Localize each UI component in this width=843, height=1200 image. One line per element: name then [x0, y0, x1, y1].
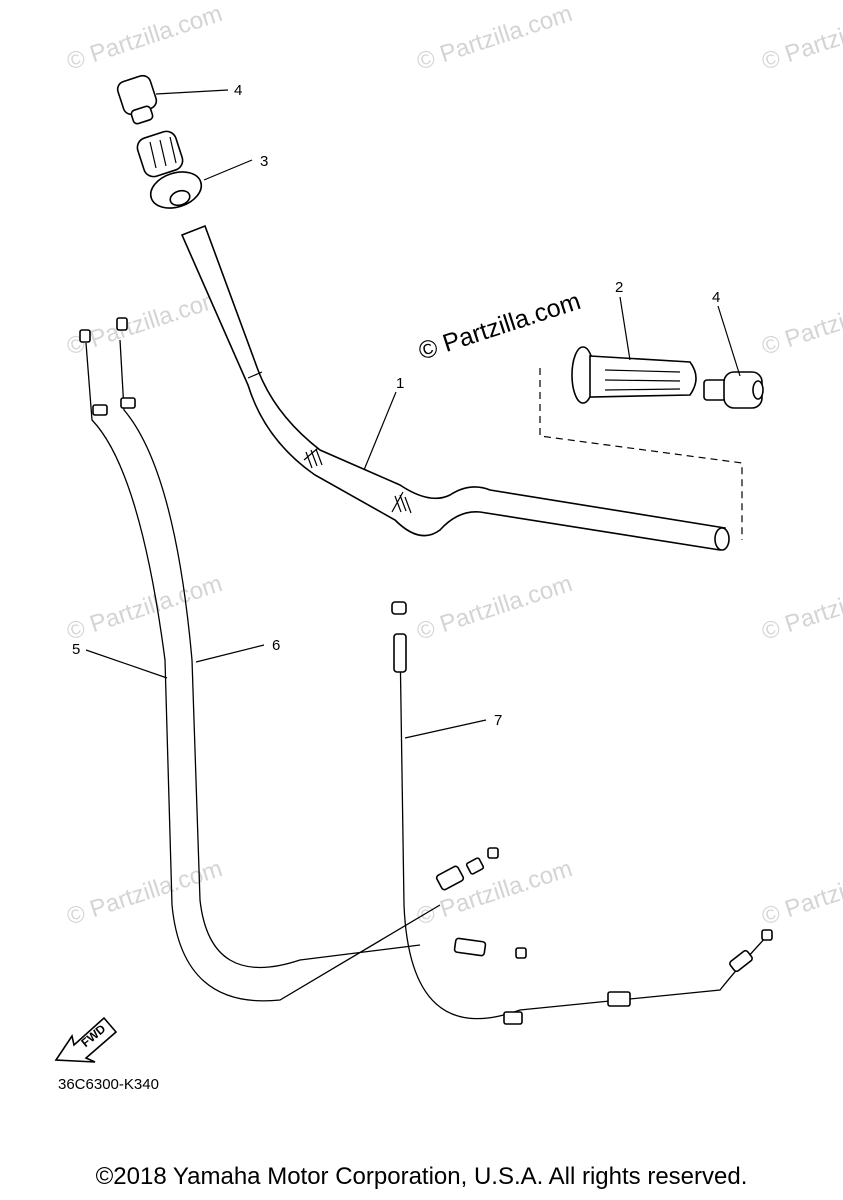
watermark: © Partzilla.com	[64, 570, 226, 646]
watermark: © Partzilla.com	[64, 285, 226, 361]
bar-end-right	[703, 371, 764, 409]
leader-lines	[85, 89, 741, 739]
watermark: © Partzilla.com	[414, 855, 576, 931]
diagram-number: 36C6300-K340	[58, 1076, 159, 1093]
watermark-layer: © Partzilla.com © Partzilla.com © Partzi…	[64, 0, 843, 931]
callout-5: 5	[72, 641, 80, 658]
watermark: © Partzilla.com	[759, 855, 843, 931]
watermark: © Partzilla.com	[759, 570, 843, 646]
grip-left	[136, 130, 203, 209]
callout-1: 1	[396, 375, 404, 392]
callout-labels: 1 2 3 4 4 5 6 7	[72, 82, 720, 729]
callout-2: 2	[615, 279, 623, 296]
callout-3: 3	[260, 153, 268, 170]
callout-6: 6	[272, 637, 280, 654]
install-guide	[539, 368, 743, 540]
watermark: © Partzilla.com	[414, 570, 576, 646]
watermark: © Partzilla.com	[64, 855, 226, 931]
callout-7: 7	[494, 712, 502, 729]
copyright-notice: ©2018 Yamaha Motor Corporation, U.S.A. A…	[95, 1163, 748, 1190]
clutch-cable	[391, 601, 773, 1025]
watermark: © Partzilla.com	[759, 285, 843, 361]
watermark: © Partzilla.com	[64, 0, 226, 76]
forward-arrow-icon: FWD	[54, 1016, 118, 1063]
callout-4-left: 4	[234, 82, 242, 99]
handlebar	[180, 224, 730, 551]
watermark: © Partzilla.com	[759, 0, 843, 76]
watermark: © Partzilla.com	[414, 0, 576, 76]
callout-4-right: 4	[712, 289, 720, 306]
watermark-center: © Partzilla.com	[415, 287, 584, 366]
throttle-cables	[79, 317, 527, 1002]
grip-right	[571, 346, 697, 404]
bar-end-left	[116, 74, 158, 125]
